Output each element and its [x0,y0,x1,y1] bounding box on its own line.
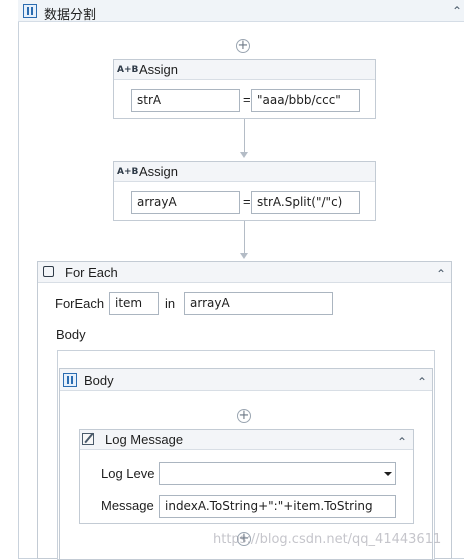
foreach-collection-field[interactable]: arrayA [184,292,333,315]
assign-icon: A+B [117,65,139,75]
assign-header [114,162,375,182]
add-activity-icon[interactable]: + [236,38,250,53]
assign-value-field[interactable]: "aaa/bbb/ccc" [251,89,360,112]
add-activity-icon[interactable]: + [237,531,251,546]
foreach-activity[interactable]: For Each ⌃ ForEach item in arrayA Body B… [37,261,452,560]
assign-equals: = [243,92,251,107]
body-sequence-header [60,369,432,391]
assign-to-field[interactable]: strA [131,89,240,112]
log-level-select[interactable] [159,462,396,485]
sequence-title: 数据分割 [44,7,97,22]
body-sequence[interactable]: Body ⌃ + Log Message ⌃ Log Leve Message … [59,368,433,560]
log-message-header [80,430,413,450]
flow-connector [244,221,245,253]
flow-arrow-icon [240,253,248,259]
assign-activity[interactable]: A+B Assign strA = "aaa/bbb/ccc" [113,59,376,119]
flow-connector [244,119,245,152]
message-field[interactable]: indexA.ToString+":"+item.ToString [159,495,396,518]
assign-to-field[interactable]: arrayA [131,191,240,214]
sequence-header[interactable] [18,0,464,22]
collapse-icon[interactable]: ⌃ [397,435,408,449]
collapse-icon[interactable]: ⌃ [452,4,463,18]
foreach-header [38,262,451,283]
body-sequence-title: Body [84,373,114,388]
dropdown-arrow-icon[interactable] [384,472,392,476]
add-activity-icon[interactable]: + [237,408,251,423]
flow-arrow-icon [240,152,248,158]
log-message-title: Log Message [105,432,184,447]
collapse-icon[interactable]: ⌃ [417,375,428,389]
assign-equals: = [243,194,251,209]
foreach-body-label: Body [56,327,86,342]
assign-icon: A+B [117,167,139,177]
foreach-item-field[interactable]: item [109,292,159,315]
assign-title: Assign [139,62,179,77]
assign-value-field[interactable]: strA.Split("/"c) [251,191,360,214]
log-level-label: Log Leve [101,466,155,481]
sequence-icon [23,4,37,18]
foreach-in-label: in [165,296,176,311]
assign-title: Assign [139,164,179,179]
foreach-label: ForEach [55,296,105,311]
log-message-icon [82,432,94,445]
collapse-icon[interactable]: ⌃ [436,267,447,281]
foreach-icon [43,266,54,277]
log-message-activity[interactable]: Log Message ⌃ Log Leve Message indexA.To… [79,429,414,524]
sequence-icon [63,373,77,387]
foreach-title: For Each [65,265,118,280]
message-label: Message [101,498,154,513]
assign-activity[interactable]: A+B Assign arrayA = strA.Split("/"c) [113,161,376,221]
assign-header [114,60,375,80]
watermark: https://blog.csdn.net/qq_41443611 [213,532,442,547]
